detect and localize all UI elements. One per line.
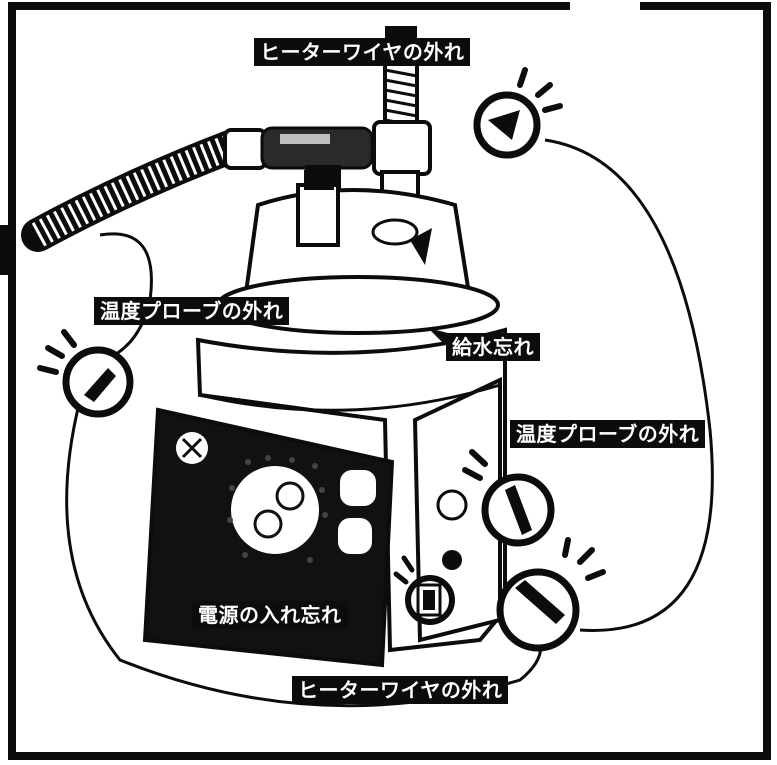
- label-temp-probe-right: 温度プローブの外れ: [510, 420, 706, 448]
- power-switch: [416, 583, 442, 617]
- callout-heater-bottom: [496, 537, 606, 652]
- frame-border: [8, 2, 771, 760]
- callout-probe-left: [37, 329, 134, 418]
- label-heater-wire-top: ヒーターワイヤの外れ: [254, 38, 471, 66]
- corrugated-hose: [21, 128, 252, 252]
- frame-tab: [0, 225, 14, 275]
- callout-probe-right: [462, 449, 555, 547]
- callout-heater-top: [473, 67, 563, 159]
- top-connector: [223, 126, 374, 195]
- humidifier-base: [195, 327, 507, 653]
- label-power-switch: 電源の入れ忘れ: [192, 601, 348, 629]
- callout-power-switch: [393, 555, 455, 625]
- label-water-supply: 給水忘れ: [446, 333, 540, 361]
- label-temp-probe-left: 温度プローブの外れ: [94, 297, 290, 325]
- label-heater-wire-bottom: ヒーターワイヤの外れ: [292, 676, 509, 704]
- frame-gap: [570, 0, 640, 12]
